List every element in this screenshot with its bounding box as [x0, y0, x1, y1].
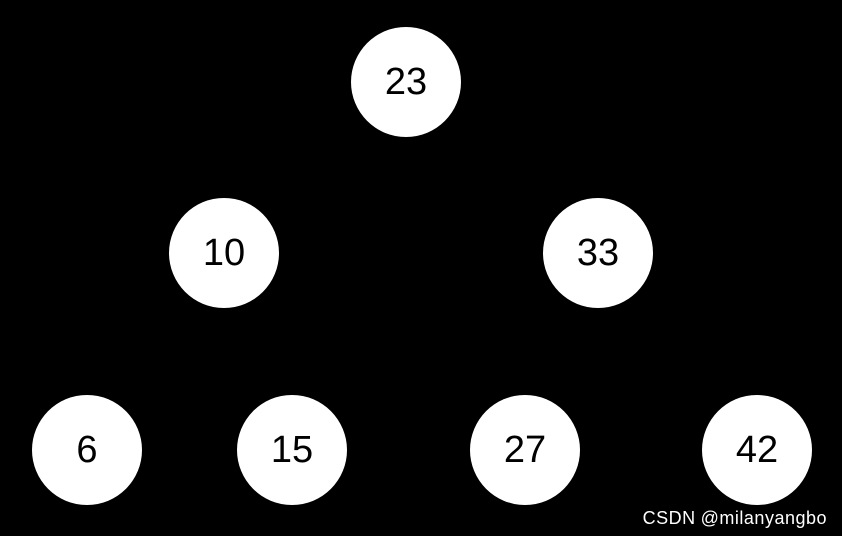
tree-node-value: 27 [503, 429, 547, 471]
tree-node-value: 42 [735, 429, 779, 471]
tree-node-value: 23 [384, 61, 428, 103]
watermark: CSDN@milanyangbo [643, 508, 827, 528]
tree-node-value: 10 [202, 232, 246, 274]
tree-node-leaf-3: 27 [470, 395, 580, 505]
tree-node-root: 23 [351, 27, 461, 137]
tree-node-left: 10 [169, 198, 279, 308]
tree-node-value: 33 [576, 232, 620, 274]
tree-node-leaf-4: 42 [702, 395, 812, 505]
tree-node-leaf-2: 15 [237, 395, 347, 505]
watermark-brand: CSDN [642, 508, 696, 528]
tree-node-leaf-1: 6 [32, 395, 142, 505]
watermark-handle: @milanyangbo [700, 508, 827, 528]
tree-node-value: 6 [76, 429, 98, 471]
tree-node-value: 15 [270, 429, 314, 471]
tree-node-right: 33 [543, 198, 653, 308]
